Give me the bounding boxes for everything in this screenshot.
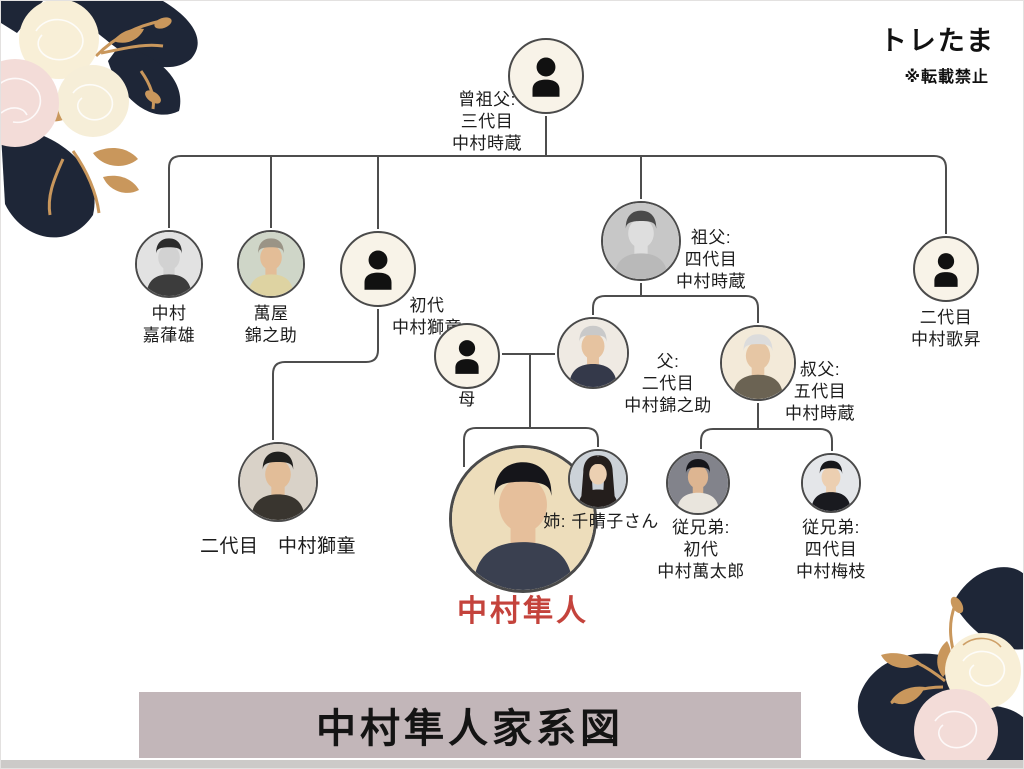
great-grandfather-label: 曾祖父: 三代目 中村時蔵 [452, 90, 522, 153]
title-banner: 中村隼人家系図 [139, 692, 801, 758]
cousin-baishi-photo [801, 453, 861, 513]
mother-label: 母 [458, 390, 476, 409]
yorozuya-kinnosuke-photo [237, 230, 305, 298]
toretama-logo: トレたま [879, 26, 995, 56]
sister-label: 姉: 千晴子さん [543, 512, 659, 531]
page-title: 中村隼人家系図 [316, 707, 624, 751]
great-grandfather-avatar [508, 38, 584, 114]
cousin-mantaro-label: 従兄弟: 初代 中村萬太郎 [657, 518, 745, 581]
person-silhouette-icon [915, 238, 977, 300]
screenshot-bottom-edge [1, 760, 1023, 768]
nidaime-shido-photo [238, 442, 318, 522]
mother-avatar [434, 323, 500, 389]
cousin-mantaro-photo [666, 451, 730, 515]
nidaime-shido-label: 二代目 中村獅童 [199, 536, 356, 557]
hayato-name: 中村隼人 [457, 595, 589, 628]
grandfather-label: 祖父: 四代目 中村時蔵 [676, 228, 746, 291]
sister-photo [568, 449, 628, 509]
katsuo-label: 中村 嘉葎雄 [142, 304, 196, 345]
floral-decoration-top-left [1, 1, 198, 238]
cousin-baishi-label: 従兄弟: 四代目 中村梅枝 [796, 518, 866, 581]
shodai-shido-avatar [340, 231, 416, 307]
person-silhouette-icon [436, 325, 498, 387]
floral-decoration-bottom-right [857, 567, 1023, 762]
grandfather-photo [601, 201, 681, 281]
father-photo [557, 317, 629, 389]
uncle-label: 叔父: 五代目 中村時蔵 [785, 360, 855, 423]
uncle-photo [720, 325, 796, 401]
no-repost-notice: ※転載禁止 [904, 69, 989, 86]
father-label: 父: 二代目 中村錦之助 [624, 352, 712, 415]
yorozuya-kinnosuke-label: 萬屋 錦之助 [244, 304, 298, 345]
katsuo-photo [135, 230, 203, 298]
kasho-avatar [913, 236, 979, 302]
kasho-label: 二代目 中村歌昇 [911, 308, 981, 349]
